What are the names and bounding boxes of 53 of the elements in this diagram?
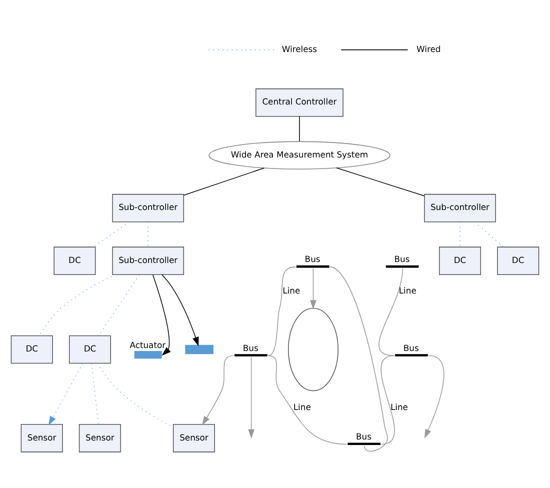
node-bar: [234, 354, 268, 356]
node-box: Sensor: [172, 424, 215, 452]
connector: [183, 168, 265, 196]
edge-label: Line: [282, 286, 300, 296]
node-bar: [185, 344, 214, 354]
edge-label: Line: [398, 286, 416, 296]
legend-label: Wireless: [282, 44, 318, 54]
connector: [336, 168, 425, 196]
node-box: Sensor: [20, 424, 63, 452]
node-bar: [348, 442, 380, 446]
node-label: Bus: [242, 342, 258, 353]
node-label: Bus: [394, 254, 410, 264]
node-bar: [134, 351, 162, 359]
arrow: [248, 356, 255, 438]
node-box: DC: [10, 335, 53, 364]
connector: [299, 116, 300, 142]
connector: [378, 268, 404, 356]
arrow: [202, 355, 234, 426]
node-box: DC: [497, 246, 540, 275]
node-box: Sensor: [78, 424, 121, 452]
node-label: Bus: [356, 432, 372, 442]
node-box: DC: [68, 335, 112, 364]
node-bar: [386, 265, 419, 268]
connector: [330, 266, 388, 452]
node-box: Sub-controller: [424, 194, 496, 222]
legend-label: Wired: [416, 44, 441, 54]
arrow: [152, 274, 171, 356]
connector: [91, 363, 99, 425]
arrow: [310, 268, 316, 310]
node-ellipse: [288, 308, 338, 392]
node-ellipse: Wide Area Measurement System: [208, 141, 390, 170]
connector: [38, 274, 116, 336]
arrow: [424, 355, 444, 438]
arrow: [162, 274, 199, 346]
node-bar: [395, 354, 428, 356]
node-box: Sub-controller: [112, 194, 184, 222]
edge-label: Line: [390, 402, 408, 412]
connector: [474, 222, 504, 248]
node-label: Bus: [403, 342, 419, 353]
node-box: Central Controller: [256, 88, 344, 117]
connector: [93, 222, 130, 248]
connector: [268, 355, 348, 445]
connector: [380, 355, 395, 445]
connector: [268, 266, 296, 356]
edge-label: Line: [293, 402, 311, 412]
node-box: Sub-controller: [112, 246, 184, 275]
node-label: Bus: [304, 254, 320, 264]
node-bar: [296, 265, 330, 268]
node-label: Actuator: [130, 340, 166, 350]
arrow: [48, 363, 84, 426]
node-box: DC: [438, 246, 482, 275]
node-box: DC: [54, 246, 96, 275]
connector: [97, 362, 174, 428]
